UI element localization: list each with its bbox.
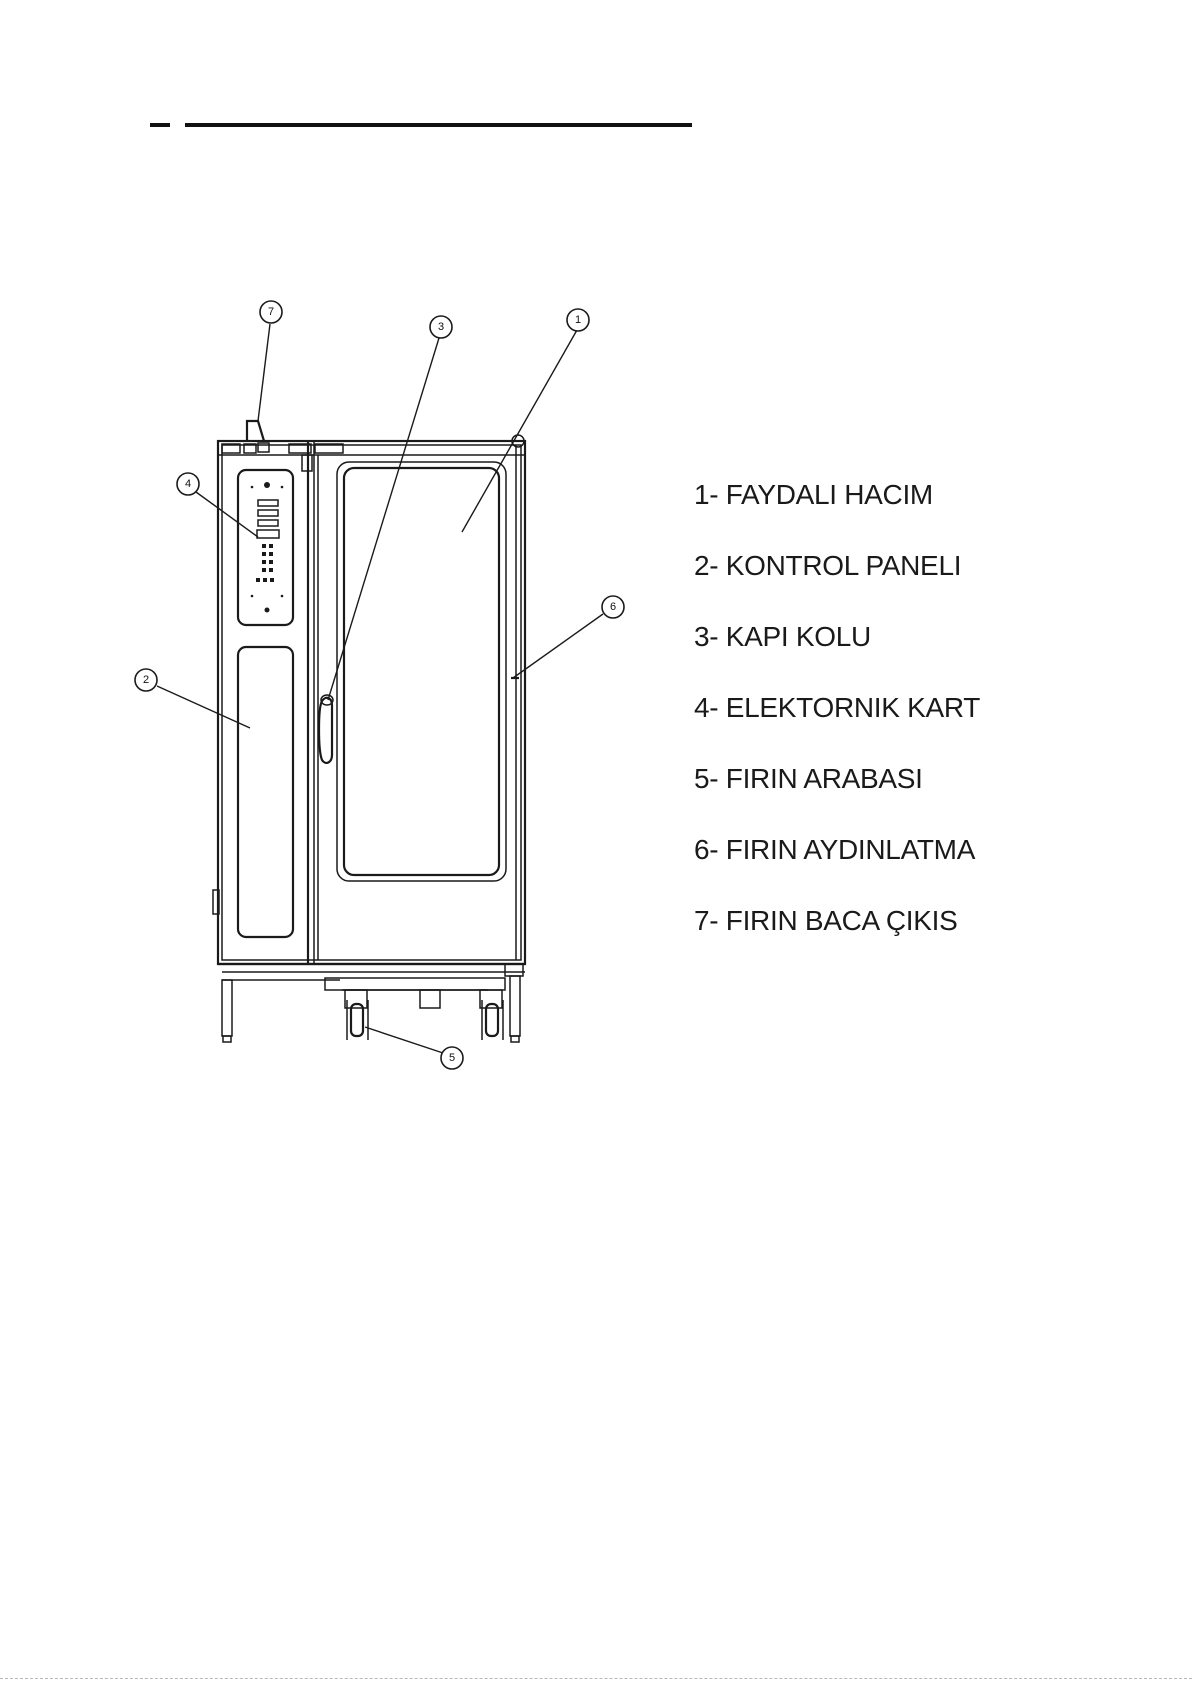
svg-text:1: 1	[575, 314, 581, 326]
parts-legend: 1- FAYDALI HACIM 2- KONTROL PANELI 3- KA…	[694, 476, 980, 973]
callout-5: 5	[441, 1047, 463, 1069]
leader-6	[513, 614, 603, 678]
legend-item-2: 2- KONTROL PANELI	[694, 547, 980, 585]
callout-2: 2	[135, 669, 157, 691]
chimney-outlet	[247, 421, 269, 452]
oven-trolley	[325, 978, 505, 1040]
legend-item-3: 3- KAPI KOLU	[694, 618, 980, 656]
legend-item-4: 4- ELEKTORNIK KART	[694, 689, 980, 727]
legend-item-6: 6- FIRIN AYDINLATMA	[694, 831, 980, 869]
leader-4	[196, 492, 258, 537]
door-glass	[337, 462, 506, 881]
leader-2	[157, 686, 250, 728]
door-handle	[319, 695, 333, 763]
leader-7	[258, 324, 270, 421]
callout-7: 7	[260, 301, 282, 323]
svg-text:5: 5	[449, 1052, 455, 1064]
control-panel-window	[238, 647, 293, 937]
callout-4: 4	[177, 473, 199, 495]
legend-item-7: 7- FIRIN BACA ÇIKIS	[694, 902, 980, 940]
svg-text:7: 7	[268, 306, 274, 318]
callout-3: 3	[430, 316, 452, 338]
callout-6: 6	[602, 596, 624, 618]
leader-5	[365, 1027, 446, 1054]
legend-item-5: 5- FIRIN ARABASI	[694, 760, 980, 798]
leader-1	[462, 330, 577, 532]
callout-1: 1	[567, 309, 589, 331]
control-display	[238, 470, 293, 625]
svg-text:4: 4	[185, 478, 191, 490]
leader-lines	[157, 324, 603, 1054]
legend-item-1: 1- FAYDALI HACIM	[694, 476, 980, 514]
page-bottom-rule	[0, 1678, 1192, 1679]
svg-text:3: 3	[438, 321, 444, 333]
svg-text:2: 2	[143, 674, 149, 686]
svg-text:6: 6	[610, 601, 616, 613]
oven-legs	[222, 976, 520, 1042]
